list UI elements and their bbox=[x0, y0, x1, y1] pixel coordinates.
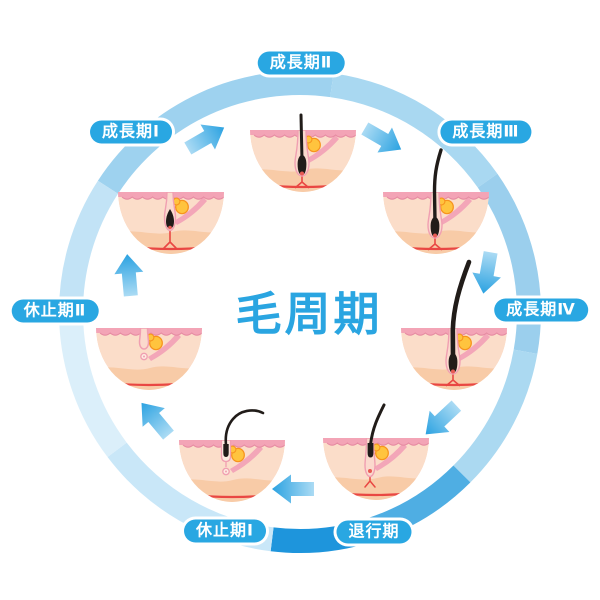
skin-illustration-seichouki-2 bbox=[250, 113, 356, 192]
stage-label-kyushiki-1: 休止期Ⅰ bbox=[184, 519, 266, 543]
skin-illustration-kyushiki-2 bbox=[96, 328, 202, 390]
stage-label-seichouki-3: 成長期Ⅲ bbox=[440, 120, 532, 144]
stage-label-kyushiki-2: 休止期Ⅱ bbox=[11, 299, 99, 323]
skin-illustration-kyushiki-1 bbox=[179, 409, 285, 502]
flow-arrow-seichouki-3-to-seichouki-4 bbox=[472, 251, 501, 294]
stage-label-seichouki-4: 成長期Ⅳ bbox=[494, 298, 588, 322]
flow-arrow-seichouki-1-to-seichouki-2 bbox=[184, 124, 225, 155]
flow-arrow-taikouki-to-kyushiki-1 bbox=[272, 474, 314, 504]
flow-arrow-kyushiki-1-to-kyushiki-2 bbox=[141, 402, 174, 440]
flow-arrow-kyushiki-2-to-seichouki-1 bbox=[114, 254, 144, 297]
stage-label-seichouki-1: 成長期Ⅰ bbox=[90, 120, 172, 144]
skin-illustration-seichouki-3 bbox=[383, 148, 489, 254]
stage-label-taikouki: 退行期 bbox=[336, 520, 412, 544]
skin-illustration-taikouki bbox=[323, 403, 429, 500]
flow-arrow-seichouki-4-to-taikouki bbox=[425, 400, 462, 435]
skin-illustration-seichouki-4 bbox=[401, 259, 507, 390]
stage-label-seichouki-2: 成長期Ⅱ bbox=[257, 51, 345, 75]
flow-arrow-seichouki-2-to-seichouki-3 bbox=[361, 122, 402, 153]
cycle-center-title: 毛周期 bbox=[235, 288, 383, 340]
skin-illustration-seichouki-1 bbox=[118, 192, 224, 254]
